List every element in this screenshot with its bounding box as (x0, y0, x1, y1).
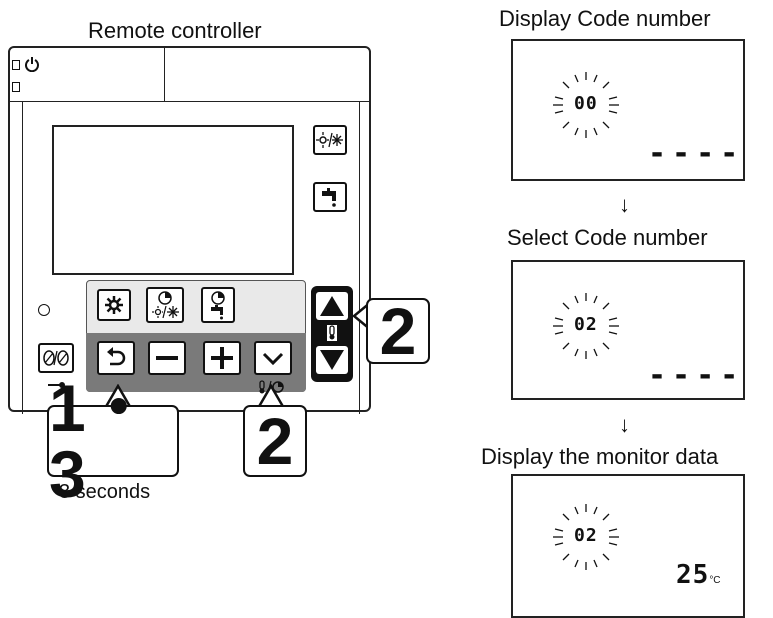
remote-title: Remote controller (88, 18, 262, 43)
blink-rays-icon (553, 504, 619, 570)
hot-water-button[interactable] (313, 182, 347, 212)
faucet-icon (322, 188, 336, 207)
monitor-value-unit: °C (709, 575, 721, 586)
timer-hot-water-button[interactable] (201, 287, 235, 323)
status-led (38, 304, 50, 316)
display-heading-1: Display Code number (499, 6, 711, 31)
timer-faucet-icon (211, 291, 225, 320)
led-icon (12, 82, 20, 92)
display-panel-1 (511, 39, 745, 181)
remote-top-divider (164, 46, 165, 102)
display-heading-2: Select Code number (507, 225, 708, 250)
flow-arrow-2: ↓ (619, 412, 630, 437)
monitor-value: 25°C (676, 560, 721, 590)
code-number-2: 02 (574, 314, 598, 335)
leaf-key-icon (43, 350, 69, 366)
settings-icon (105, 296, 123, 314)
minus-button[interactable] (148, 341, 186, 375)
code-number-3: 02 (574, 525, 598, 546)
remote-body (8, 46, 371, 412)
settings-button[interactable] (97, 289, 131, 321)
display-heading-3: Display the monitor data (481, 444, 719, 469)
blink-rays-icon (553, 72, 619, 138)
power-icon (24, 56, 40, 77)
empty-value-dashes-2: ---- (648, 358, 745, 393)
down-icon (316, 346, 348, 374)
timer-sun-snow-button[interactable] (146, 287, 184, 323)
code-number-1: 00 (574, 93, 598, 114)
key-icon (48, 376, 66, 394)
step-callout-1-3: 1・3 (47, 375, 179, 507)
callout-pointer (102, 384, 134, 411)
sun-snow-icon (316, 132, 343, 148)
leaf-key-button[interactable] (38, 343, 74, 373)
blink-rays-icon (553, 293, 619, 359)
remote-lcd-screen (52, 125, 294, 275)
plus-button[interactable] (203, 341, 241, 375)
remote-top-bar (8, 46, 371, 102)
display-panel-3 (511, 474, 745, 618)
check-icon (262, 352, 284, 366)
remote-inner-frame (22, 102, 360, 414)
led-icon (12, 60, 20, 70)
sun-snow-button[interactable] (313, 125, 347, 155)
up-icon (316, 292, 348, 320)
callout-pointer (255, 384, 287, 411)
set-button[interactable] (254, 341, 292, 375)
display-panel-2 (511, 260, 745, 400)
hold-duration-label: 3 seconds (59, 481, 151, 503)
back-button[interactable] (97, 341, 135, 375)
empty-value-dashes-1: ---- (648, 136, 745, 171)
step-callout-2-updown: 2 (366, 298, 430, 364)
monitor-value-number: 25 (676, 560, 710, 590)
flow-arrow-1: ↓ (619, 192, 630, 217)
down-button[interactable] (316, 346, 348, 379)
step-callout-2-set: 2 (243, 405, 307, 477)
up-button[interactable] (316, 292, 348, 325)
plus-icon (211, 347, 233, 369)
back-icon (107, 347, 126, 366)
thermometer-icon (327, 325, 337, 346)
timer-sun-snow-icon (152, 291, 179, 319)
minus-icon (156, 356, 178, 360)
